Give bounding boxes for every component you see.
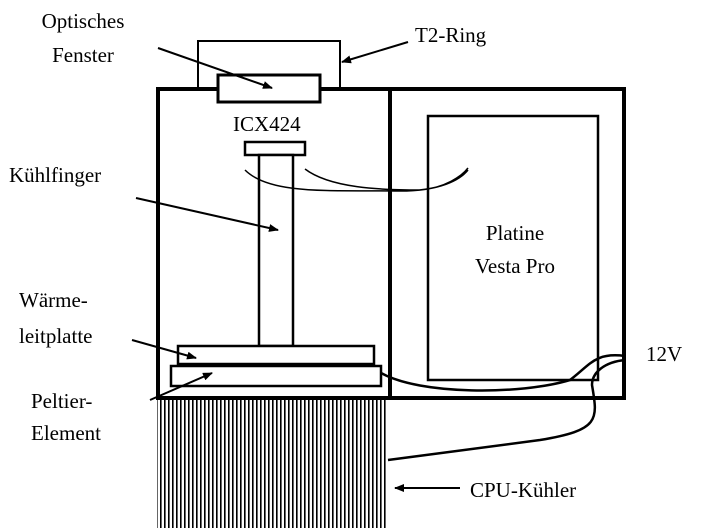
thermal-plate (176, 344, 376, 366)
label-peltier: Peltier- (31, 389, 92, 413)
arrow-peltier (149, 372, 213, 401)
sensor-cable (244, 167, 469, 192)
peltier-element (169, 364, 383, 388)
label-optical-window: Optisches (42, 9, 125, 33)
label-sensor: ICX424 (233, 112, 301, 136)
arrow-thermal-plate (131, 339, 197, 360)
optical-window (216, 73, 322, 104)
sensor-chip (243, 140, 307, 157)
label-cold-finger: Kühlfinger (9, 163, 101, 187)
label-peltier-2: Element (31, 421, 101, 445)
cold-finger (257, 153, 295, 348)
power-cable (380, 354, 626, 462)
label-thermal-plate: Wärme- (19, 288, 88, 312)
label-thermal-plate-2: leitplatte (19, 324, 92, 348)
label-board: Platine (486, 221, 544, 245)
cpu-cooler-heatsink (157, 398, 388, 528)
label-cpu-cooler: CPU-Kühler (470, 478, 576, 502)
label-optical-window-2: Fenster (52, 43, 114, 67)
label-t2-ring: T2-Ring (415, 23, 487, 47)
label-board-2: Vesta Pro (475, 254, 555, 278)
label-voltage: 12V (646, 342, 682, 366)
arrow-optical-window (157, 47, 273, 89)
arrow-t2-ring (341, 41, 409, 64)
arrow-cold-finger (135, 197, 279, 232)
circuit-board (426, 114, 600, 382)
